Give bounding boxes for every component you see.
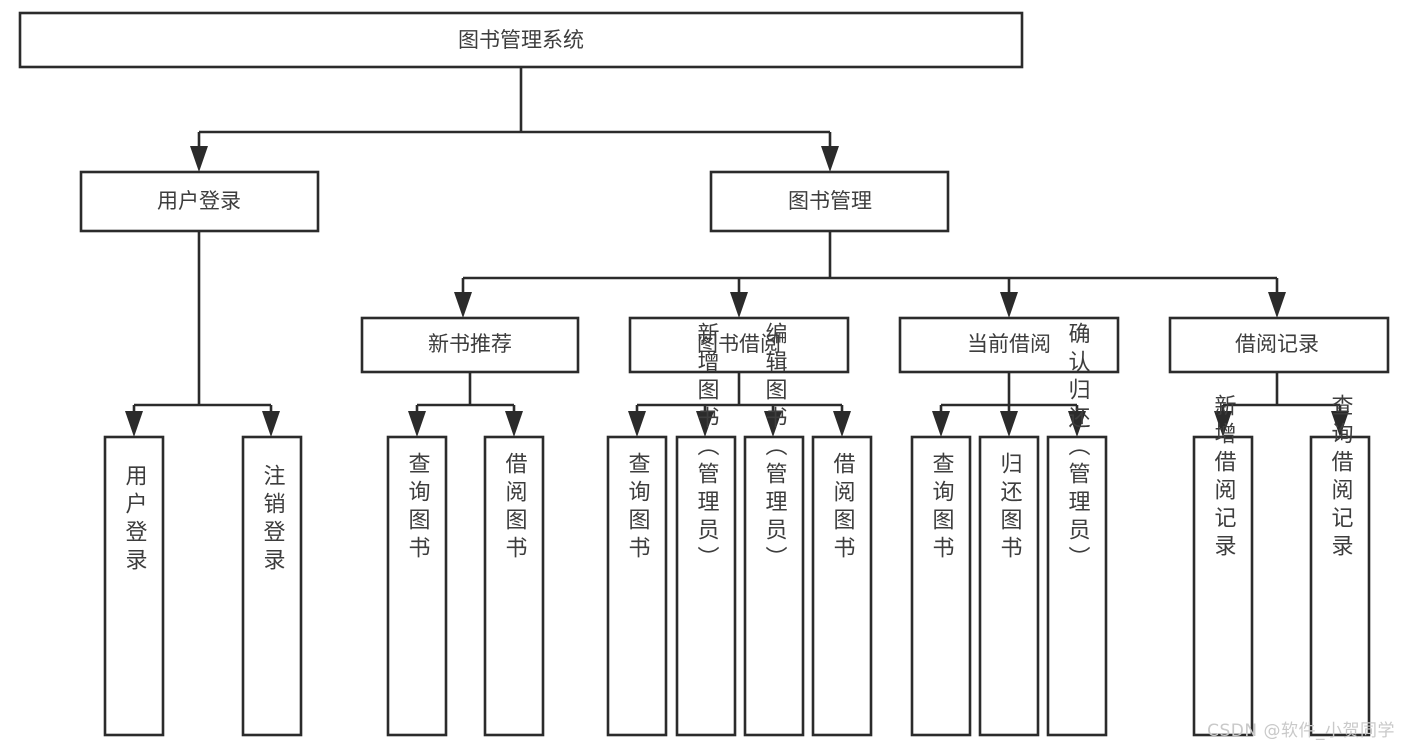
leaf-query-book-recommend-label: 查询图书 [405,452,431,564]
arrow-leaf-logout [262,411,280,437]
leaf-user-login-label: 用户登录 [122,464,148,576]
leaf-add-borrow-record-box[interactable] [1192,435,1254,737]
node-current-borrow-label: 当前借阅 [967,332,1051,356]
leaf-borrow-book-borrow[interactable]: 借阅图书 [811,435,873,737]
leaf-add-book-label: 新增图书（管理员） [694,322,720,574]
node-new-book-recommend-box[interactable] [360,316,580,374]
leaf-logout[interactable]: 注销登录 [241,435,303,737]
node-current-borrow-box[interactable] [898,316,1120,374]
arrow-to-new-book-recommend [454,292,472,318]
connectors-current-borrow-to-leaves [932,372,1086,437]
leaf-query-borrow-record[interactable]: 查询借阅记录 [1309,394,1371,737]
connectors-root-to-level2 [190,67,839,172]
leaf-query-book-current-label: 查询图书 [929,452,955,564]
leaf-query-book-borrow-box[interactable] [606,435,668,737]
leaf-add-book[interactable]: 新增图书（管理员） [675,322,737,737]
arrow-leaf-query-book-1 [408,411,426,437]
arrow-to-book-manage [821,146,839,172]
leaf-add-borrow-record[interactable]: 新增借阅记录 [1192,394,1254,737]
arrow-to-borrow-record [1268,292,1286,318]
leaf-borrow-book-borrow-label: 借阅图书 [830,452,856,564]
node-book-manage-label: 图书管理 [788,189,872,213]
leaf-confirm-return-label: 确认归还（管理员） [1065,322,1091,574]
leaf-user-login[interactable]: 用户登录 [103,435,165,737]
leaf-borrow-book-recommend-box[interactable] [483,435,545,737]
node-borrow-record-box[interactable] [1168,316,1390,374]
node-new-book-recommend[interactable]: 新书推荐 [360,316,580,374]
arrow-leaf-borrow-book-1 [505,411,523,437]
leaf-borrow-book-recommend-label: 借阅图书 [502,452,528,564]
leaf-query-borrow-record-box[interactable] [1309,435,1371,737]
connectors-user-login-to-leaves [125,231,280,437]
arrow-leaf-user-login [125,411,143,437]
leaf-edit-book[interactable]: 编辑图书（管理员） [743,322,805,737]
leaf-query-book-borrow[interactable]: 查询图书 [606,435,668,737]
leaf-query-book-recommend[interactable]: 查询图书 [386,435,448,737]
leaf-confirm-return[interactable]: 确认归还（管理员） [1046,322,1108,737]
connectors-book-manage-to-level3 [454,231,1286,318]
leaf-add-borrow-record-label: 新增借阅记录 [1211,394,1237,562]
arrow-leaf-query-book-3 [932,411,950,437]
arrow-leaf-borrow-book-2 [833,411,851,437]
leaf-logout-box[interactable] [241,435,303,737]
node-root-label: 图书管理系统 [458,28,584,52]
arrow-to-current-borrow [1000,292,1018,318]
node-book-borrow[interactable]: 图书借阅 [628,316,850,374]
leaf-borrow-book-recommend[interactable]: 借阅图书 [483,435,545,737]
connectors-borrow-record-to-leaves [1214,372,1349,437]
node-book-manage[interactable]: 图书管理 [709,170,950,233]
node-root-box[interactable] [18,11,1024,69]
node-root-system[interactable]: 图书管理系统 [18,11,1024,69]
leaf-query-book-borrow-label: 查询图书 [625,452,651,564]
csdn-watermark: CSDN @软件_小贺同学 [1207,721,1395,741]
leaf-query-borrow-record-label: 查询借阅记录 [1328,394,1354,562]
leaf-query-book-recommend-box[interactable] [386,435,448,737]
leaf-return-book-box[interactable] [978,435,1040,737]
connectors-book-borrow-to-leaves [628,372,851,437]
leaf-add-book-box[interactable] [675,435,737,737]
leaf-borrow-book-borrow-box[interactable] [811,435,873,737]
node-borrow-record[interactable]: 借阅记录 [1168,316,1390,374]
arrow-leaf-return-book [1000,411,1018,437]
leaf-confirm-return-box[interactable] [1046,435,1108,737]
arrow-leaf-query-book-2 [628,411,646,437]
leaf-return-book[interactable]: 归还图书 [978,435,1040,737]
node-user-login-box[interactable] [79,170,320,233]
leaf-logout-label: 注销登录 [260,464,286,576]
leaf-return-book-label: 归还图书 [997,452,1023,564]
node-book-manage-box[interactable] [709,170,950,233]
node-new-book-recommend-label: 新书推荐 [428,332,512,356]
arrow-to-book-borrow [730,292,748,318]
node-current-borrow[interactable]: 当前借阅 [898,316,1120,374]
arrow-to-user-login [190,146,208,172]
leaf-edit-book-box[interactable] [743,435,805,737]
node-borrow-record-label: 借阅记录 [1235,332,1319,356]
leaf-query-book-current-box[interactable] [910,435,972,737]
node-book-borrow-box[interactable] [628,316,850,374]
leaf-user-login-box[interactable] [103,435,165,737]
node-user-login[interactable]: 用户登录 [79,170,320,233]
node-book-borrow-label: 图书借阅 [697,332,781,356]
leaf-query-book-current[interactable]: 查询图书 [910,435,972,737]
node-user-login-label: 用户登录 [157,189,241,213]
connectors-new-book-to-leaves [408,372,523,437]
leaf-edit-book-label: 编辑图书（管理员） [762,322,788,574]
